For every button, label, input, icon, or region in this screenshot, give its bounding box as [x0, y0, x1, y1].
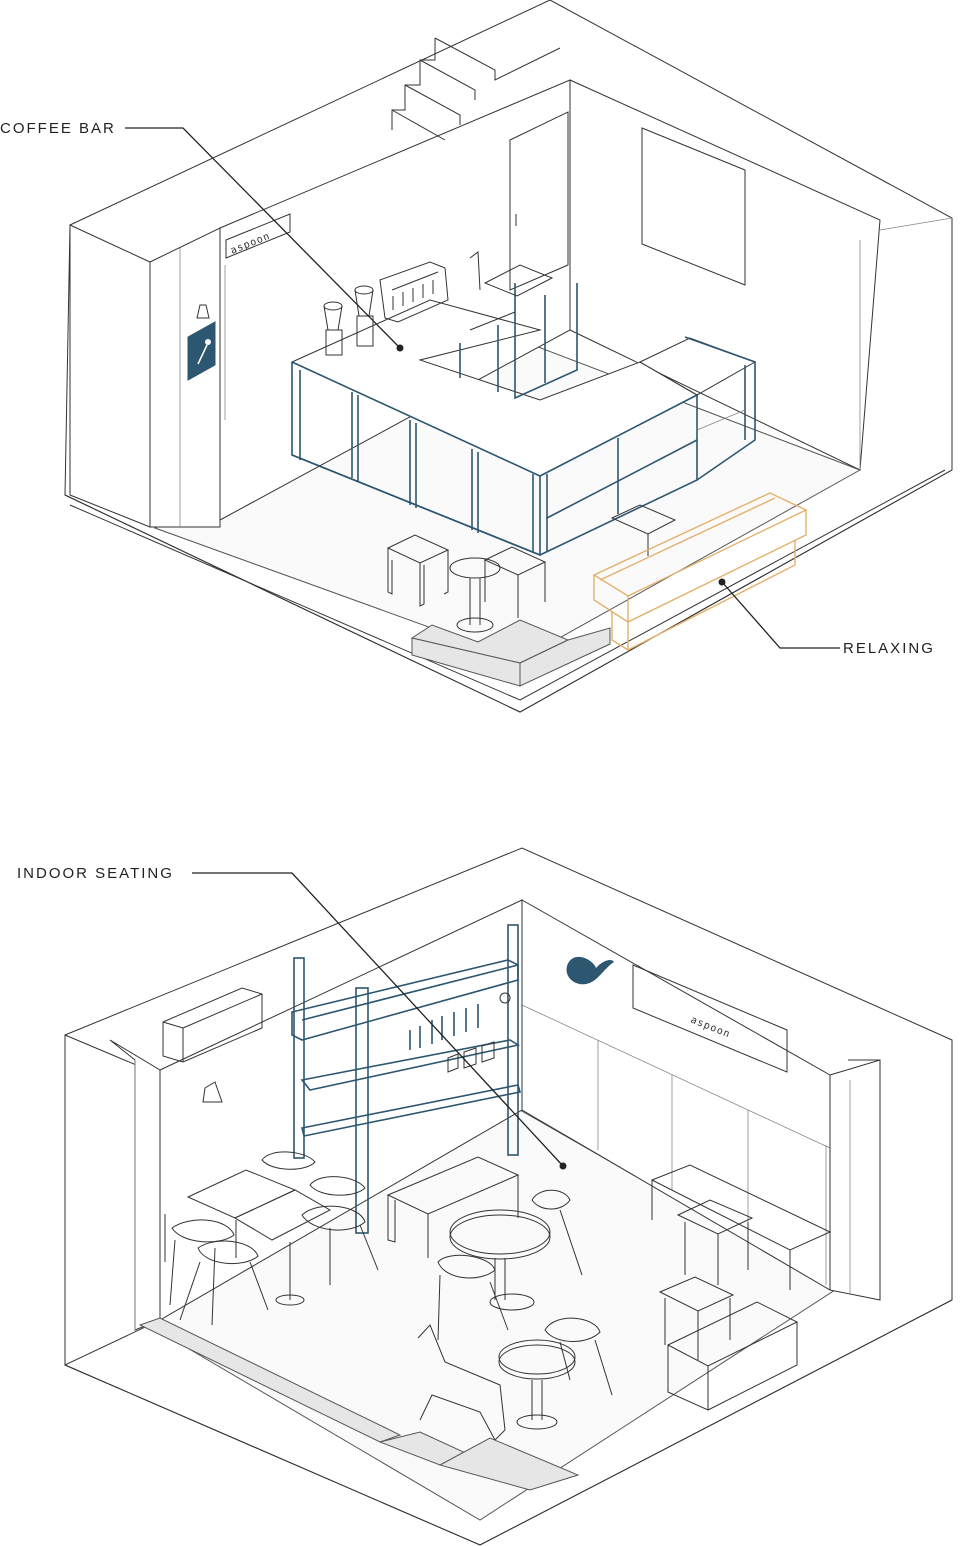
left-chairs	[164, 1151, 379, 1326]
bottom-room-view: aspoon	[17, 847, 953, 1546]
bottom-wall-lamp-icon	[202, 1081, 223, 1103]
right-wall-window	[641, 127, 746, 286]
relaxing-label: RELAXING	[843, 640, 935, 657]
top-entrance-step	[410, 619, 611, 687]
round-bar-table	[449, 557, 501, 579]
left-square-tables	[186, 1169, 332, 1306]
spoon-poster	[187, 321, 216, 381]
relaxing-leader	[721, 581, 840, 649]
sink	[483, 264, 554, 297]
display-cabinet	[638, 336, 757, 481]
coffee-bar-label: COFFEE BAR	[0, 120, 116, 137]
air-conditioner	[162, 987, 263, 1063]
top-wall-lamp-icon	[196, 304, 210, 319]
indoor-seating-label: INDOOR SEATING	[17, 865, 174, 882]
bottom-window-sill	[138, 1317, 580, 1491]
center-chairs	[417, 1189, 613, 1441]
espresso-machine	[379, 261, 449, 323]
indoor-seating-dot	[559, 1162, 567, 1170]
coffee-bar-leader	[125, 127, 401, 349]
relaxing-dot	[718, 578, 726, 586]
stair	[391, 37, 561, 141]
top-left-wall	[69, 224, 151, 528]
relaxing-bench	[592, 492, 808, 652]
top-room-view: aspoon	[0, 0, 953, 713]
bar-stools	[386, 504, 677, 633]
center-round-tables	[449, 1209, 576, 1430]
spoon-blob-logo	[566, 956, 614, 985]
center-bench	[386, 1156, 520, 1258]
back-door	[509, 111, 569, 291]
coffee-grinders	[323, 285, 374, 356]
indoor-seating-leader	[192, 872, 564, 1167]
coffee-bar-counter	[290, 251, 699, 557]
top-pillar	[149, 227, 221, 528]
right-benches	[650, 1164, 832, 1411]
coffee-bar-dot	[396, 344, 404, 352]
